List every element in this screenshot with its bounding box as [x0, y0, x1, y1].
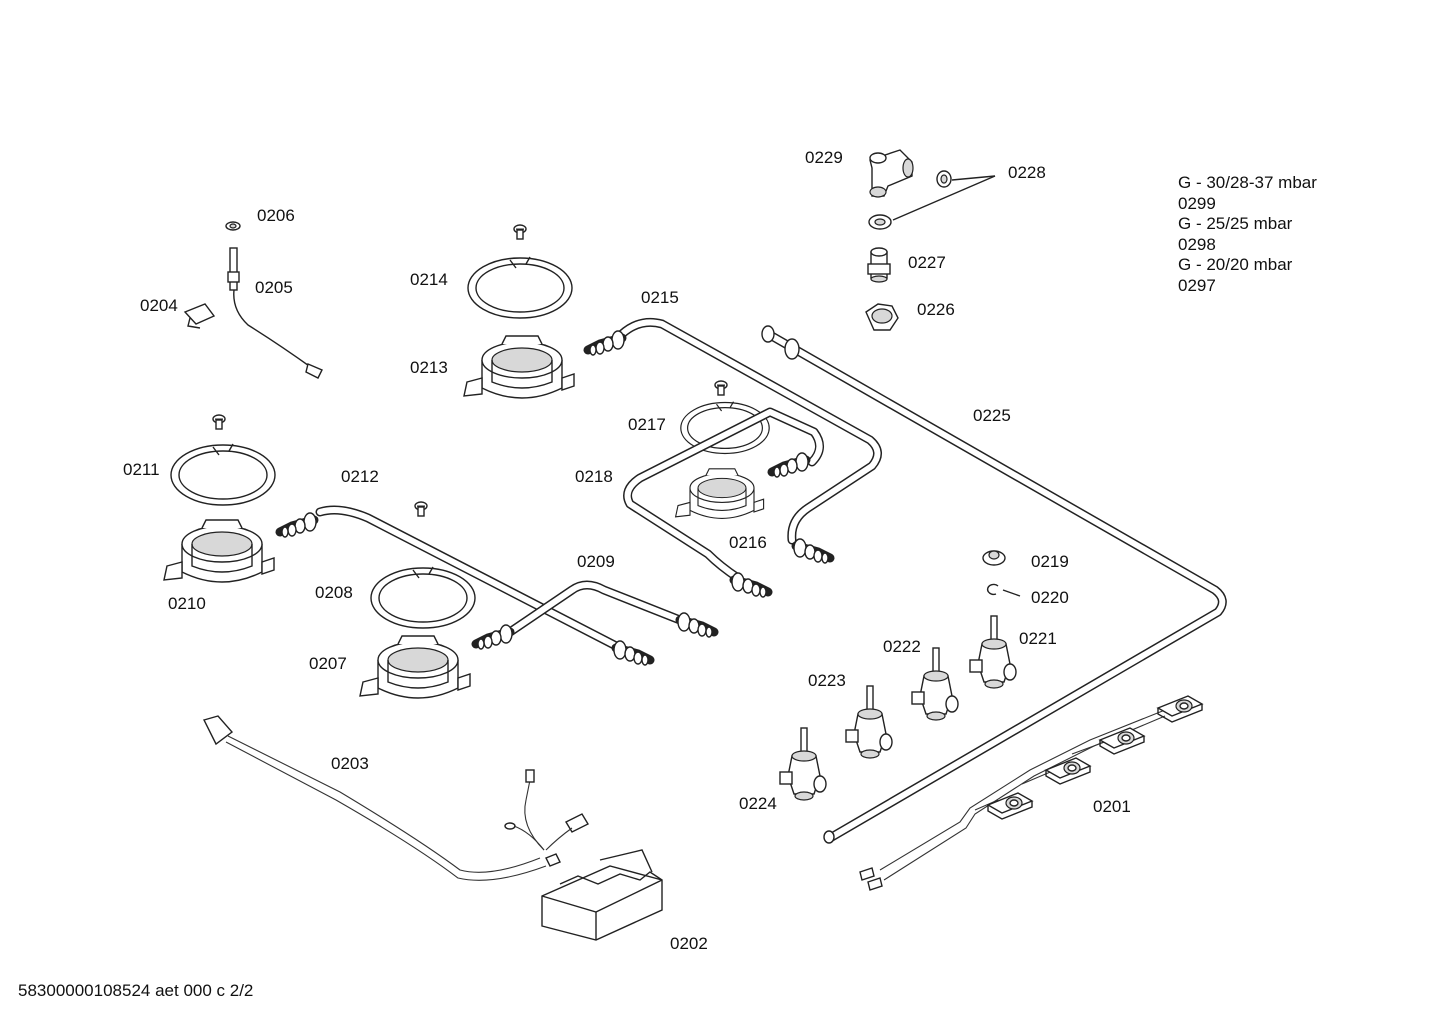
label-0228: 0228 [1008, 163, 1046, 182]
label-0217: 0217 [628, 415, 666, 434]
gas-pipes [315, 317, 882, 653]
document-footer: 58300000108524 aet 000 c 2/2 [18, 981, 254, 1000]
connector-nipple [867, 247, 891, 283]
label-0216: 0216 [729, 533, 767, 552]
label-0223: 0223 [808, 671, 846, 690]
cable-loom [202, 715, 589, 881]
label-0226: 0226 [917, 300, 955, 319]
label-0222: 0222 [883, 637, 921, 656]
label-0215: 0215 [641, 288, 679, 307]
label-0219: 0219 [1031, 552, 1069, 571]
gas-code-3: 0297 [1178, 275, 1216, 295]
bypass-screw [982, 550, 1006, 566]
union-nut [865, 303, 899, 331]
seal-washers [868, 170, 996, 230]
label-0225: 0225 [973, 406, 1011, 425]
label-0221: 0221 [1019, 629, 1057, 648]
gas-type-legend: G - 30/28-37 mbar 0299 G - 25/25 mbar 02… [1178, 173, 1317, 296]
ignition-electrode [183, 221, 323, 379]
label-0212: 0212 [341, 467, 379, 486]
label-0202: 0202 [670, 934, 708, 953]
label-0203: 0203 [331, 754, 369, 773]
label-0220: 0220 [1031, 588, 1069, 607]
label-0206: 0206 [257, 206, 295, 225]
label-0214: 0214 [410, 270, 448, 289]
label-0209: 0209 [577, 552, 615, 571]
label-0229: 0229 [805, 148, 843, 167]
gas-type-2: G - 25/25 mbar [1178, 214, 1293, 233]
gas-code-1: 0299 [1178, 193, 1216, 213]
label-0218: 0218 [575, 467, 613, 486]
circlip [986, 583, 999, 596]
label-0211: 0211 [123, 460, 160, 479]
label-0210: 0210 [168, 594, 206, 613]
main-gas-pipe [761, 325, 1227, 844]
label-0208: 0208 [315, 583, 353, 602]
gas-type-3: G - 20/20 mbar [1178, 255, 1293, 274]
ignition-module [541, 849, 663, 941]
elbow-connector [869, 149, 914, 198]
label-0201: 0201 [1093, 797, 1131, 816]
gas-code-2: 0298 [1178, 234, 1216, 254]
label-0205: 0205 [255, 278, 293, 297]
gas-type-1: G - 30/28-37 mbar [1178, 173, 1317, 192]
label-0207: 0207 [309, 654, 347, 673]
label-0227: 0227 [908, 253, 946, 272]
label-0224: 0224 [739, 794, 777, 813]
label-0213: 0213 [410, 358, 448, 377]
label-0204: 0204 [140, 296, 178, 315]
